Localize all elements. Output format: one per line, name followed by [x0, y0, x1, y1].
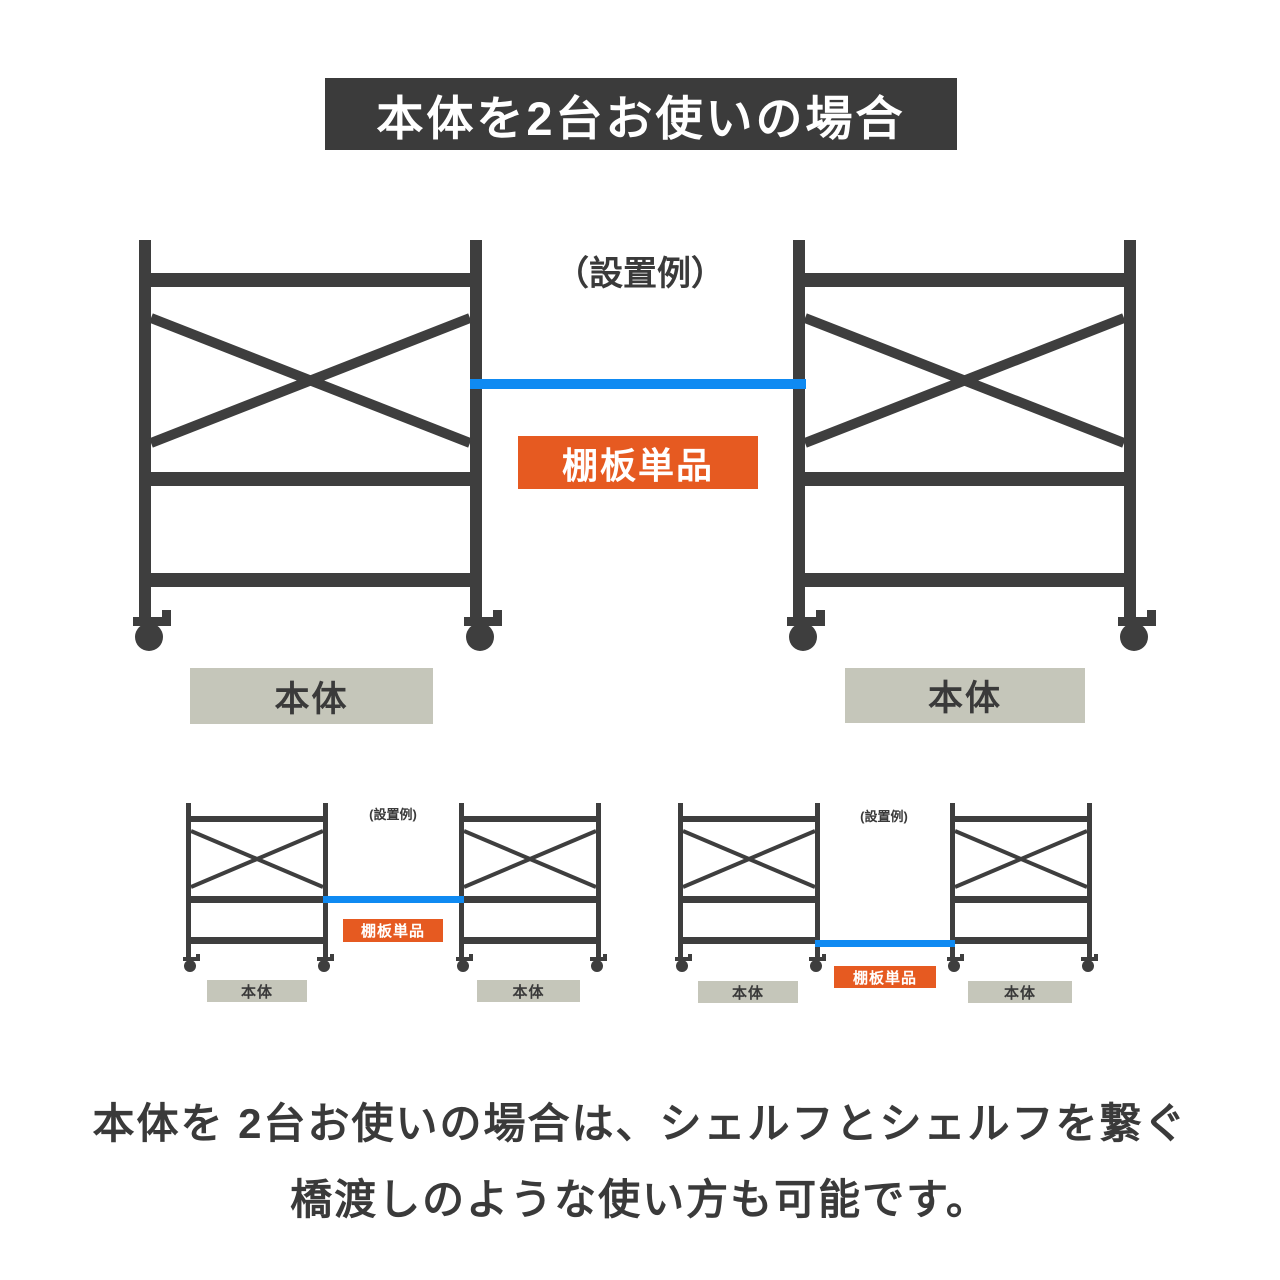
shelf-board-badge-main: 棚板単品	[518, 436, 758, 489]
unit-label-bottom-left: 本体	[698, 981, 798, 1003]
unit-label-middle-right: 本体	[477, 980, 580, 1002]
unit-label-main-right: 本体	[845, 668, 1085, 723]
shelf-unit-main-left	[139, 240, 482, 652]
shelf-unit-middle-left	[186, 803, 328, 973]
unit-label-middle-left: 本体	[207, 980, 307, 1002]
setup-example-note-middle: (設置例)	[369, 807, 417, 822]
shelf-unit-middle-right	[459, 803, 601, 973]
unit-label-main-left: 本体	[190, 668, 433, 724]
shelf-unit-main-right	[793, 240, 1136, 652]
shelf-unit-bottom-left	[678, 803, 820, 973]
unit-label-bottom-right: 本体	[968, 981, 1072, 1003]
shelf-board-bar-middle	[323, 896, 464, 903]
shelf-board-bar-main	[470, 379, 806, 389]
caption-line-1: 本体を 2台お使いの場合は、シェルフとシェルフを繋ぐ	[92, 1100, 1188, 1147]
shelf-board-badge-bottom: 棚板単品	[834, 966, 936, 988]
shelf-board-bar-bottom	[815, 940, 955, 947]
setup-example-note-bottom: (設置例)	[860, 809, 908, 824]
caption-line-2: 橋渡しのような使い方も可能です。	[290, 1176, 990, 1223]
shelf-board-badge-middle: 棚板単品	[343, 919, 443, 942]
header-title: 本体を2台お使いの場合	[376, 91, 906, 145]
setup-example-note-main: （設置例）	[555, 255, 725, 293]
header-banner: 本体を2台お使いの場合	[325, 78, 957, 150]
shelf-unit-bottom-right	[950, 803, 1092, 973]
